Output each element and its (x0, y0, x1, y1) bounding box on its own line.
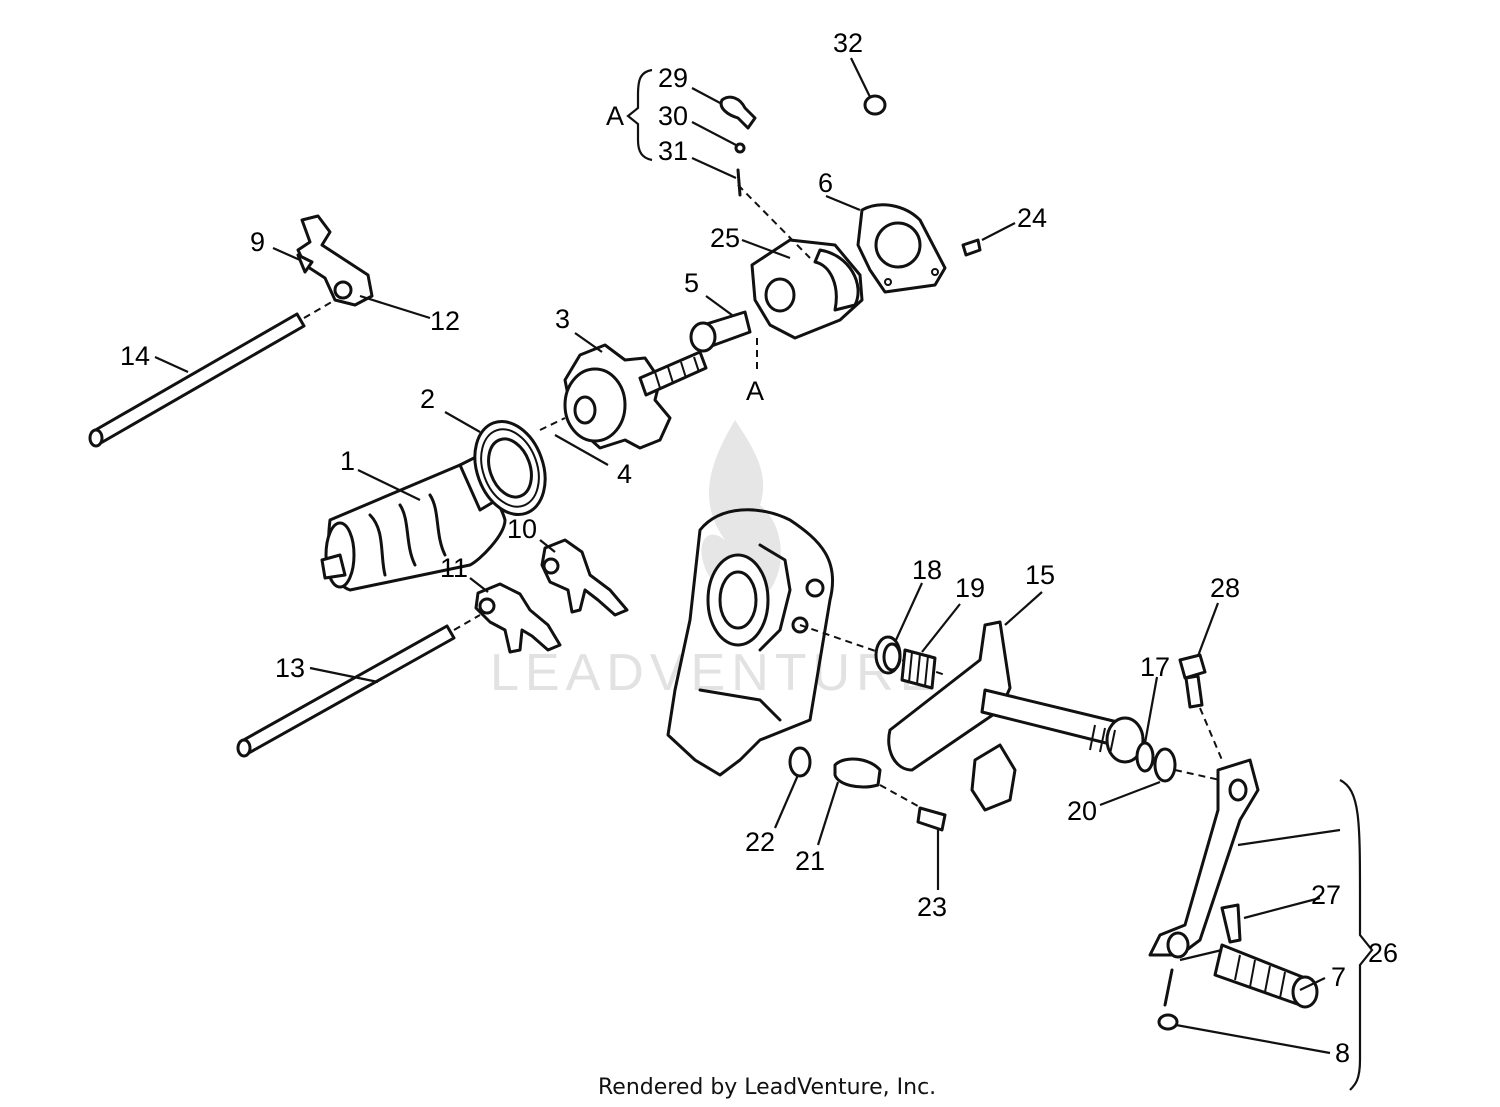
shift-shaft-15 (799, 620, 1145, 772)
pin-29 (719, 95, 757, 130)
spring-18 (874, 635, 902, 675)
spring-22 (788, 746, 812, 778)
callout-31: 31 (658, 136, 688, 166)
nut-32 (863, 94, 887, 116)
screw-24 (961, 238, 982, 257)
callout-4: 4 (617, 459, 632, 489)
callout-26: 26 (1368, 938, 1398, 968)
callout-6: 6 (818, 168, 833, 198)
callout-7: 7 (1331, 962, 1346, 992)
washer-17 (1135, 741, 1155, 773)
bolt-5 (689, 310, 752, 353)
callout-23: 23 (917, 892, 947, 922)
bracket-26 (1339, 779, 1374, 1091)
bolt-guide-23 (879, 784, 926, 811)
callout-14: 14 (120, 341, 150, 371)
callout-3: 3 (555, 304, 570, 334)
callout-24: 24 (1017, 203, 1047, 233)
callout-A-top: A (606, 101, 624, 131)
bushing-19 (900, 648, 937, 690)
callout-17: 17 (1140, 652, 1170, 682)
pin-4-guide (539, 417, 566, 431)
shift-fork-12 (296, 214, 374, 307)
callout-20: 20 (1067, 796, 1097, 826)
callout-8: 8 (1335, 1038, 1350, 1068)
star-wheel-3 (563, 343, 708, 450)
detent-piece (970, 743, 1017, 812)
callout-25: 25 (710, 223, 740, 253)
shift-rod-14 (88, 299, 336, 448)
footer-credit: Rendered by LeadVenture, Inc. (598, 1075, 936, 1100)
shaft-guide (1174, 769, 1221, 781)
spring-31 (736, 168, 742, 197)
callout-10: 10 (507, 514, 537, 544)
callout-9: 9 (250, 227, 265, 257)
stopper-plate-6 (856, 203, 947, 294)
bolt-27 (1220, 903, 1242, 944)
washer-20 (1153, 747, 1177, 783)
watermark-flame-icon (701, 420, 781, 590)
callout-5: 5 (684, 268, 699, 298)
bearing-2 (473, 420, 547, 516)
callout-labels: 1 2 3 4 5 6 7 8 9 10 11 12 13 14 15 17 1… (120, 28, 1398, 1068)
guide-A-line (737, 184, 811, 259)
pedal-rubber-7 (1213, 943, 1319, 1009)
cam-plate-25 (750, 238, 864, 340)
stopper-arm-21 (833, 757, 882, 789)
callout-29: 29 (658, 63, 688, 93)
callout-15: 15 (1025, 560, 1055, 590)
callout-30: 30 (658, 101, 688, 131)
callout-A-lower: A (746, 376, 764, 406)
bracket-A (626, 68, 653, 162)
callout-21: 21 (795, 846, 825, 876)
callout-27: 27 (1311, 880, 1341, 910)
callout-28: 28 (1210, 573, 1240, 603)
callout-32: 32 (833, 28, 863, 58)
shift-pedal-26 (1148, 758, 1260, 959)
ball-30 (734, 142, 746, 154)
cotter-pin-8 (1157, 968, 1179, 1031)
bolt-23 (916, 806, 947, 832)
callout-13: 13 (275, 653, 305, 683)
callout-11: 11 (440, 553, 468, 583)
callout-19: 19 (955, 573, 985, 603)
callout-22: 22 (745, 827, 775, 857)
shift-fork-11 (474, 582, 562, 654)
leader-lines (154, 57, 1341, 1055)
callout-12: 12 (430, 306, 460, 336)
bolt-28 (1178, 653, 1223, 761)
shift-rod-13 (236, 614, 481, 758)
shift-fork-10 (540, 538, 629, 617)
callout-2: 2 (420, 384, 435, 414)
crankcase-section (666, 508, 835, 777)
callout-1: 1 (340, 446, 355, 476)
callout-18: 18 (912, 555, 942, 585)
